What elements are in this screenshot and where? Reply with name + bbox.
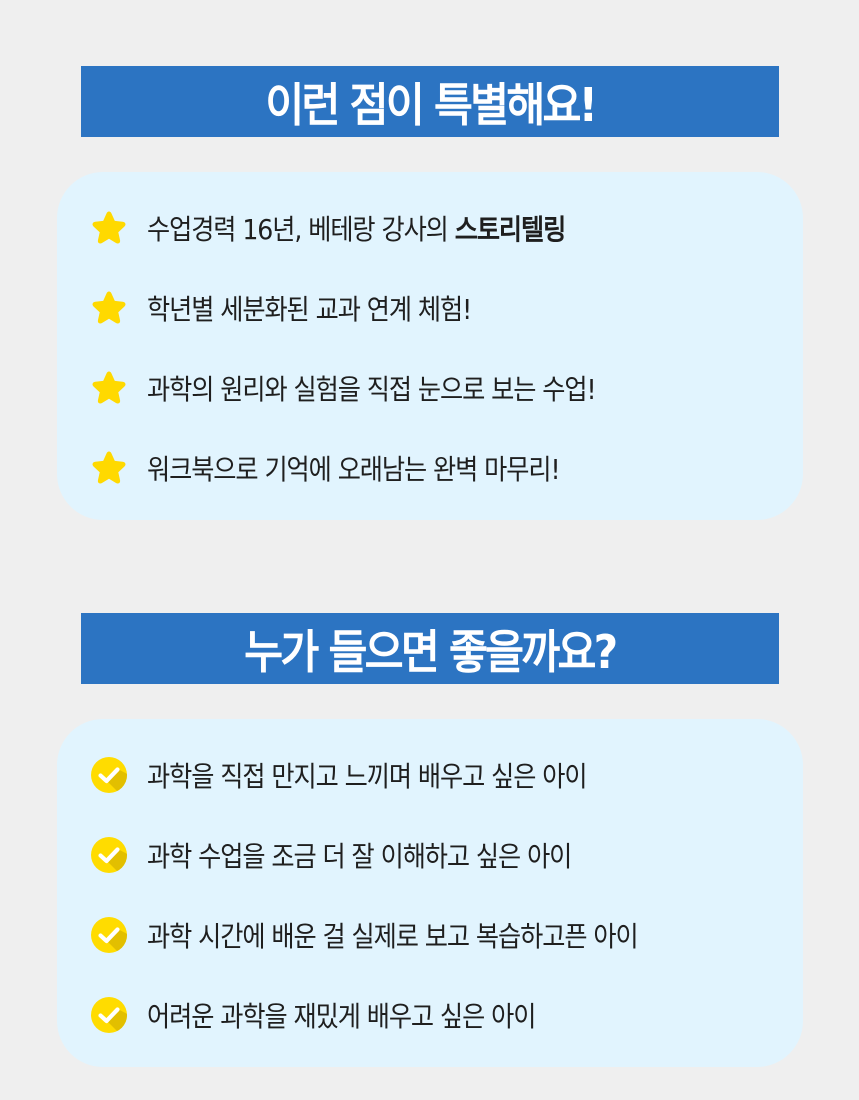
section-banner-special: 이런 점이 특별해요! xyxy=(81,66,779,137)
section-title: 이런 점이 특별해요! xyxy=(265,77,598,132)
audience-text: 과학을 직접 만지고 느끼며 배우고 싶은 아이 xyxy=(147,760,588,793)
feature-text: 과학의 원리와 실험을 직접 눈으로 보는 수업! xyxy=(147,373,597,406)
feature-text: 워크북으로 기억에 오래남는 완벽 마무리! xyxy=(147,453,561,486)
star-icon xyxy=(89,368,129,408)
target-audience-card: 과학을 직접 만지고 느끼며 배우고 싶은 아이 과학 수업을 조금 더 잘 이… xyxy=(57,719,803,1067)
features-card: 수업경력 16년, 베테랑 강사의 스토리텔링 학년별 세분화된 교과 연계 체… xyxy=(57,172,803,520)
feature-item: 학년별 세분화된 교과 연계 체험! xyxy=(89,286,507,330)
audience-item: 어려운 과학을 재밌게 배우고 싶은 아이 xyxy=(89,993,578,1037)
audience-item: 과학 시간에 배운 걸 실제로 보고 복습하고픈 아이 xyxy=(89,913,692,957)
section-banner-target: 누가 들으면 좋을까요? xyxy=(81,613,779,684)
star-icon xyxy=(89,288,129,328)
feature-item: 과학의 원리와 실험을 직접 눈으로 보는 수업! xyxy=(89,366,645,410)
star-icon xyxy=(89,448,129,488)
audience-item: 과학을 직접 만지고 느끼며 배우고 싶은 아이 xyxy=(89,753,635,797)
check-circle-icon xyxy=(89,995,129,1035)
section-title: 누가 들으면 좋을까요? xyxy=(244,624,618,679)
audience-text: 과학 수업을 조금 더 잘 이해하고 싶은 아이 xyxy=(147,840,572,873)
feature-item: 수업경력 16년, 베테랑 강사의 스토리텔링 xyxy=(89,206,612,250)
feature-text: 수업경력 16년, 베테랑 강사의 스토리텔링 xyxy=(147,213,566,246)
check-circle-icon xyxy=(89,915,129,955)
star-icon xyxy=(89,208,129,248)
feature-item: 워크북으로 기억에 오래남는 완벽 마무리! xyxy=(89,446,605,490)
audience-text: 어려운 과학을 재밌게 배우고 싶은 아이 xyxy=(147,1000,536,1033)
check-circle-icon xyxy=(89,755,129,795)
audience-item: 과학 수업을 조금 더 잘 이해하고 싶은 아이 xyxy=(89,833,618,877)
audience-text: 과학 시간에 배운 걸 실제로 보고 복습하고픈 아이 xyxy=(147,920,639,953)
feature-text: 학년별 세분화된 교과 연계 체험! xyxy=(147,293,472,326)
check-circle-icon xyxy=(89,835,129,875)
